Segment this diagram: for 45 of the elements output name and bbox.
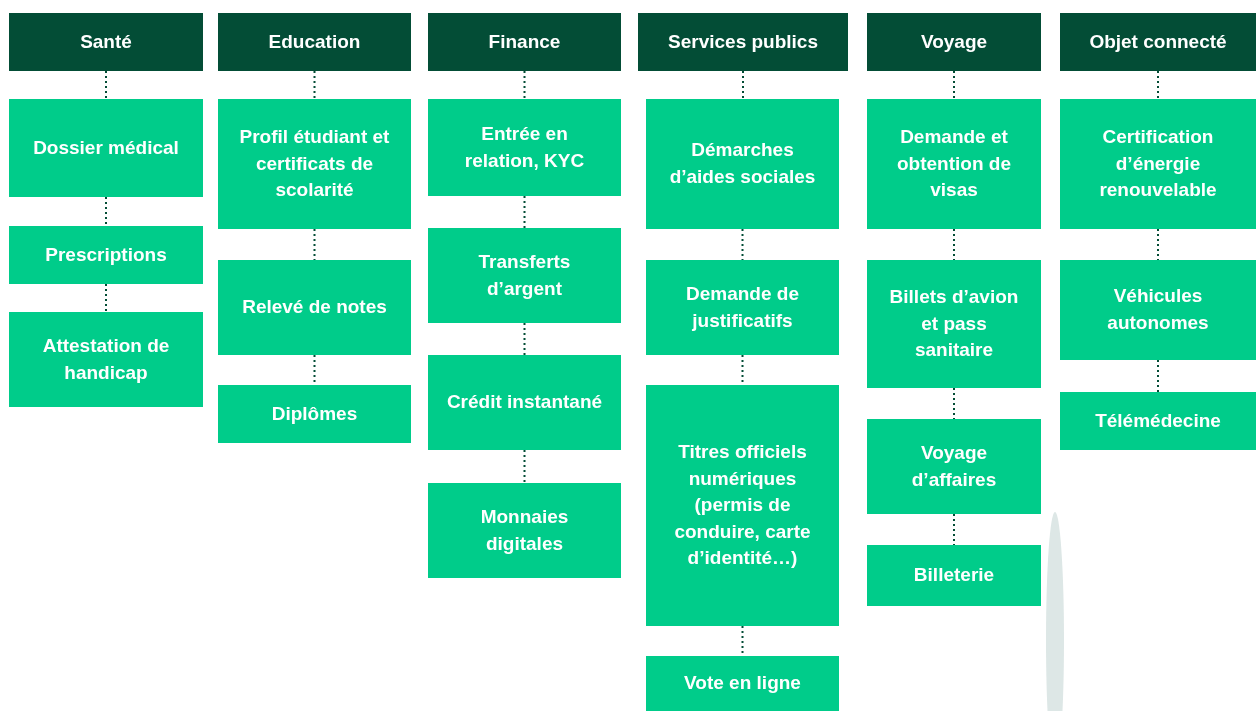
- category-header: Education: [218, 13, 411, 71]
- use-case-box: Profil étudiant et certificats de scolarité: [218, 99, 411, 229]
- use-case-box: Véhicules autonomes: [1060, 260, 1256, 360]
- use-case-box: Diplômes: [218, 385, 411, 443]
- dotted-connector: [953, 513, 955, 546]
- dotted-connector: [1157, 359, 1159, 393]
- use-case-box: Titres officiels numériques (permis de conduire, carte d’identité…): [646, 385, 839, 626]
- use-case-box: Certification d’énergie renouvelable: [1060, 99, 1256, 229]
- use-case-box: Voyage d’affaires: [867, 419, 1041, 514]
- dotted-connector: [741, 228, 744, 261]
- dotted-connector: [313, 228, 316, 261]
- category-header: Finance: [428, 13, 621, 71]
- category-header: Objet connecté: [1060, 13, 1256, 71]
- use-case-box: Monnaies digitales: [428, 483, 621, 578]
- use-case-box: Demande de justificatifs: [646, 260, 839, 355]
- use-case-box: Dossier médical: [9, 99, 203, 197]
- category-header: Services publics: [638, 13, 848, 71]
- dotted-connector: [953, 228, 955, 261]
- use-case-box: Prescriptions: [9, 226, 203, 284]
- dotted-connector: [742, 70, 744, 100]
- dotted-connector: [953, 70, 955, 100]
- dotted-connector: [523, 195, 526, 229]
- use-case-box: Attestation de handicap: [9, 312, 203, 407]
- dotted-connector: [105, 70, 107, 100]
- dotted-connector: [105, 196, 107, 227]
- use-case-box: Entrée en relation, KYC: [428, 99, 621, 196]
- dotted-connector: [523, 322, 526, 356]
- dotted-connector: [523, 449, 526, 484]
- use-case-box: Télémédecine: [1060, 392, 1256, 450]
- dotted-connector: [105, 283, 107, 313]
- dotted-connector: [523, 70, 526, 100]
- dotted-connector: [953, 387, 955, 420]
- use-case-box: Crédit instantané: [428, 355, 621, 450]
- dotted-connector: [1157, 228, 1159, 261]
- use-case-box: Billeterie: [867, 545, 1041, 606]
- category-header: Santé: [9, 13, 203, 71]
- category-header: Voyage: [867, 13, 1041, 71]
- use-case-box: Démarches d’aides sociales: [646, 99, 839, 229]
- dotted-connector: [1157, 70, 1159, 100]
- use-case-box: Demande et obtention de visas: [867, 99, 1041, 229]
- use-case-box: Transferts d’argent: [428, 228, 621, 323]
- use-case-box: Billets d’avion et pass sanitaire: [867, 260, 1041, 388]
- use-case-box: Relevé de notes: [218, 260, 411, 355]
- dotted-connector: [313, 70, 316, 100]
- use-case-box: Vote en ligne: [646, 656, 839, 711]
